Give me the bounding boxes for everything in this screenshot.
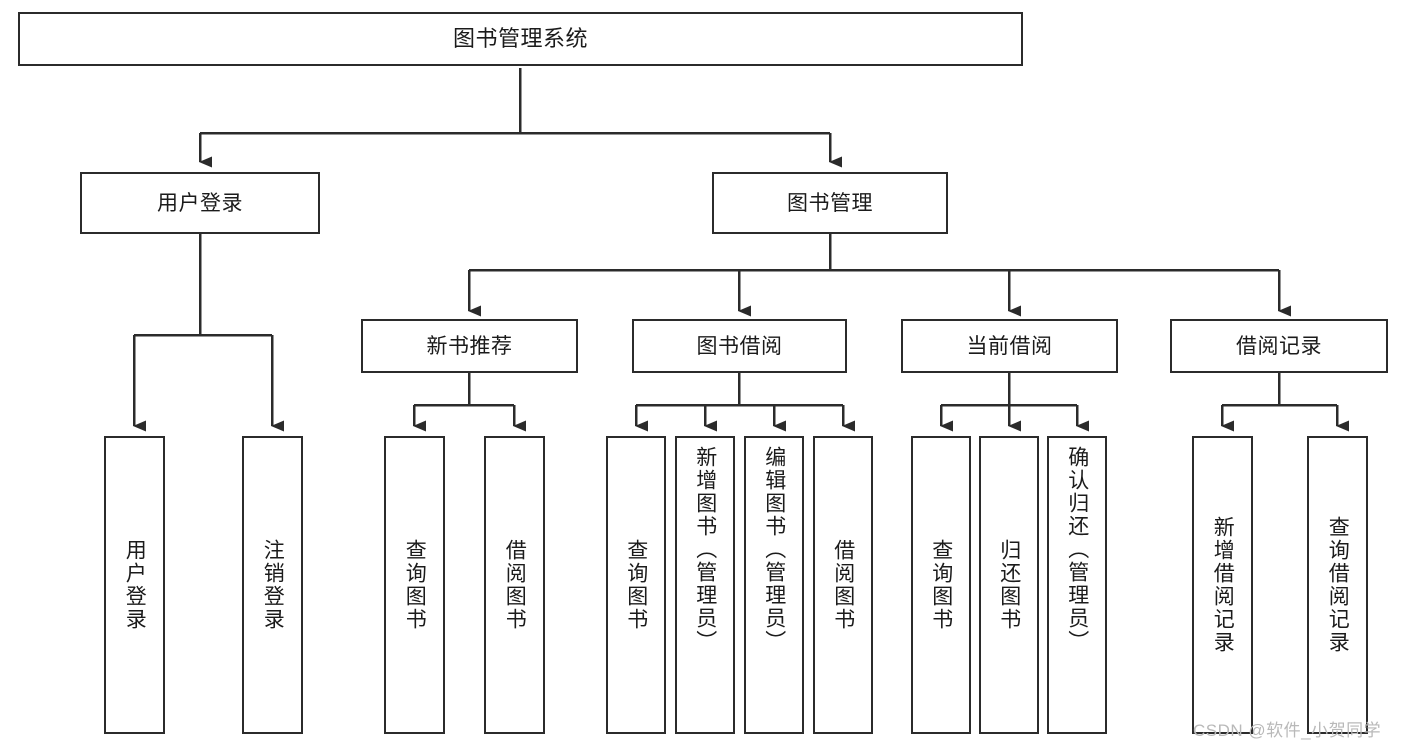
leaf-return-book[interactable]: 归还图书 (979, 436, 1039, 734)
leaf-edit-book[interactable]: 编辑图书（管理员） (744, 436, 804, 734)
node-root-book-management-system[interactable]: 图书管理系统 (18, 12, 1023, 66)
node-user-login[interactable]: 用户登录 (80, 172, 320, 234)
leaf-add-book[interactable]: 新增图书（管理员） (675, 436, 735, 734)
leaf-borrow-book-2[interactable]: 借阅图书 (813, 436, 873, 734)
node-label: 新书推荐 (426, 334, 513, 358)
node-book-borrow[interactable]: 图书借阅 (632, 319, 847, 373)
node-book-manage[interactable]: 图书管理 (712, 172, 948, 234)
node-label: 图书借阅 (696, 334, 783, 358)
node-label: 借阅图书 (503, 539, 527, 631)
node-borrow-record[interactable]: 借阅记录 (1170, 319, 1388, 373)
node-label: 当前借阅 (966, 334, 1053, 358)
node-label: 编辑图书（管理员） (762, 446, 786, 653)
node-label: 查询借阅记录 (1326, 516, 1350, 654)
node-label: 用户登录 (157, 191, 243, 215)
node-label: 新增借阅记录 (1211, 516, 1235, 654)
leaf-query-book-3[interactable]: 查询图书 (911, 436, 971, 734)
node-label: 借阅图书 (831, 539, 855, 631)
leaf-query-book-1[interactable]: 查询图书 (384, 436, 445, 734)
node-label: 查询图书 (929, 539, 953, 631)
node-label: 确认归还（管理员） (1065, 446, 1089, 653)
node-label: 图书管理 (787, 191, 873, 215)
leaf-confirm-return[interactable]: 确认归还（管理员） (1047, 436, 1107, 734)
node-current-borrow[interactable]: 当前借阅 (901, 319, 1118, 373)
leaf-borrow-book-1[interactable]: 借阅图书 (484, 436, 545, 734)
leaf-query-record[interactable]: 查询借阅记录 (1307, 436, 1368, 734)
node-new-book-recommend[interactable]: 新书推荐 (361, 319, 578, 373)
node-label: 查询图书 (624, 539, 648, 631)
leaf-add-record[interactable]: 新增借阅记录 (1192, 436, 1253, 734)
node-label: 归还图书 (997, 539, 1021, 631)
node-label: 借阅记录 (1236, 334, 1322, 358)
leaf-user-logout[interactable]: 注销登录 (242, 436, 303, 734)
node-label: 图书管理系统 (452, 26, 588, 51)
node-label: 注销登录 (261, 539, 285, 631)
leaf-query-book-2[interactable]: 查询图书 (606, 436, 666, 734)
leaf-user-login[interactable]: 用户登录 (104, 436, 165, 734)
node-label: 查询图书 (403, 539, 427, 631)
node-label: 用户登录 (123, 539, 147, 631)
node-label: 新增图书（管理员） (693, 446, 717, 653)
